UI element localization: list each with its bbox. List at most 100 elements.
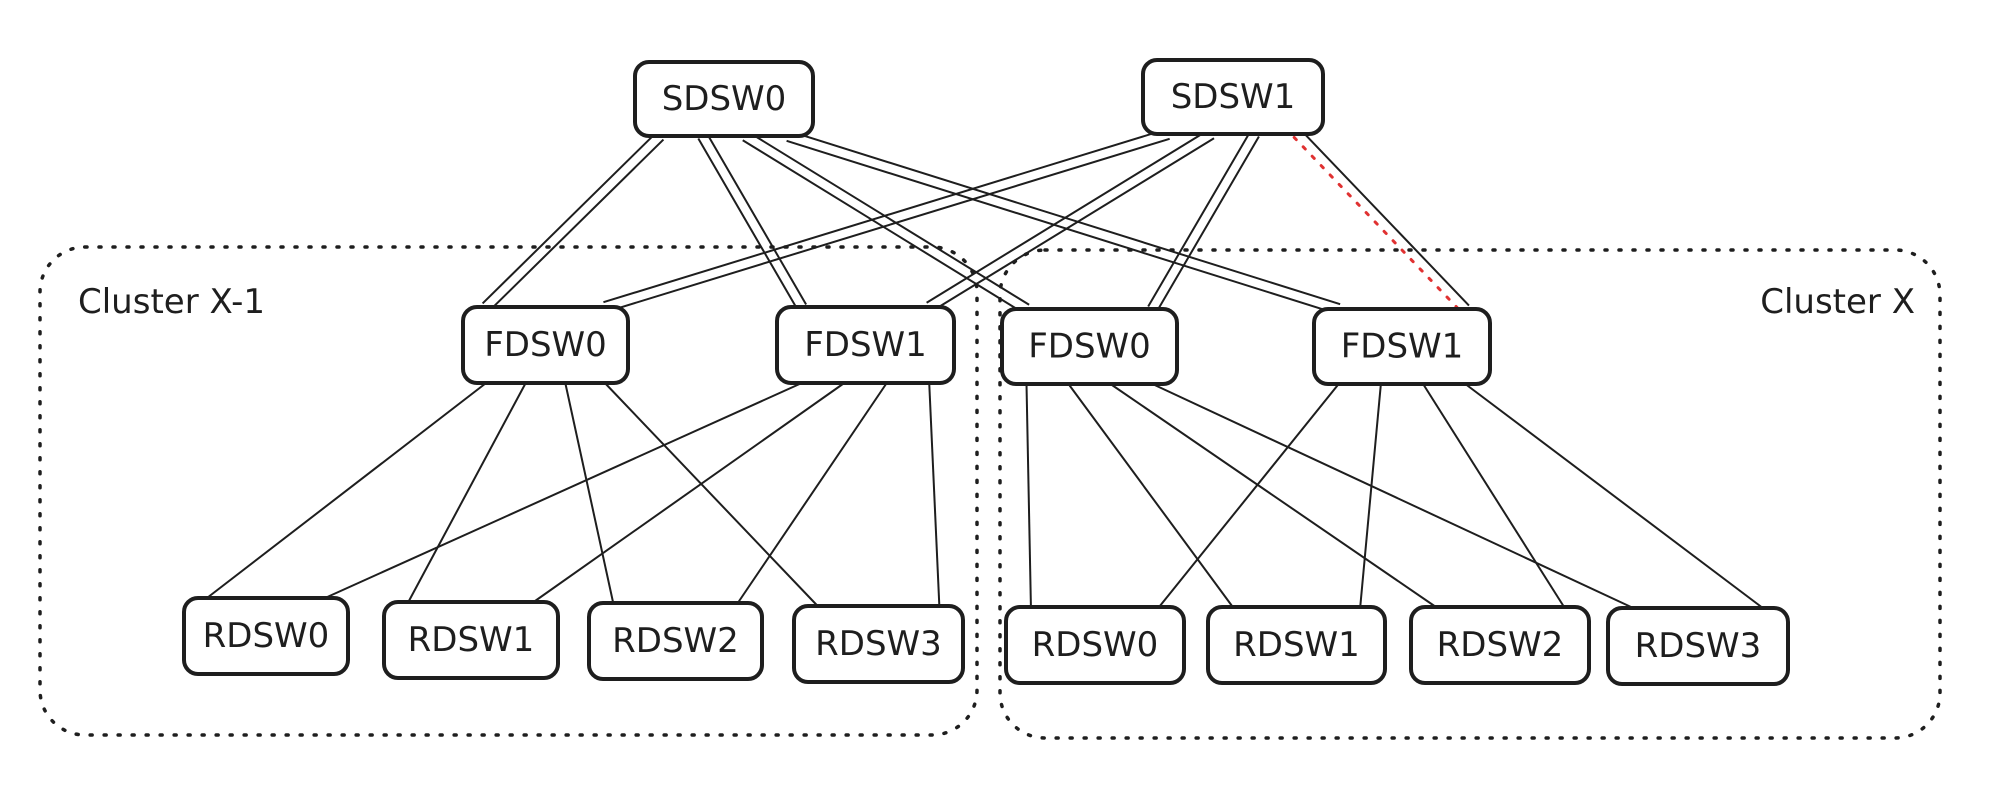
link-line [1158,383,1340,608]
link-line [931,137,1215,313]
link-line [1464,383,1764,609]
switch-label: SDSW1 [1171,77,1296,117]
link-line [1155,136,1260,313]
switch-label: RDSW3 [1635,626,1762,666]
link-cx_fdsw0-to-cx_rdsw1 [1067,383,1234,608]
link-cx1_fdsw0-to-cx1_rdsw2 [564,382,615,604]
link-line [481,131,658,305]
link-sdsw0-to-cx1_fdsw0 [481,131,665,312]
failed-link-line [1292,135,1464,314]
switch-box [1000,307,1179,386]
link-cx1_fdsw0-to-cx1_rdsw3 [604,382,819,607]
link-sdsw0-to-cx_fdsw0 [742,130,1030,315]
switch-box [633,60,815,138]
link-line [736,382,888,604]
switch-node-fdsw1: FDSW1 [775,305,956,385]
switch-node-rdsw3: RDSW3 [792,604,965,684]
cluster-boundary [38,245,979,737]
link-line [564,382,615,604]
link-cx1_fdsw1-to-cx1_rdsw2 [736,382,888,604]
switch-box [382,600,560,680]
switch-label: SDSW0 [662,79,787,119]
clusters-layer: Cluster X-1 Cluster X [38,245,1942,740]
link-line [603,128,1168,304]
switch-node-fdsw1: FDSW1 [1312,307,1492,386]
link-line [533,382,845,603]
link-line [1067,383,1234,608]
link-line [606,137,1170,313]
switch-node-rdsw3: RDSW3 [1606,606,1790,686]
switch-box [1206,605,1387,685]
switch-box [1141,58,1325,136]
switch-label: RDSW0 [203,616,330,656]
link-cx1_fdsw1-to-cx1_rdsw0 [324,382,803,599]
link-sdsw1-to-cx_fdsw1 [1292,129,1470,314]
link-line [706,132,807,305]
link-cx_fdsw1-to-cx_rdsw1 [1359,383,1382,608]
switch-box [461,305,630,385]
switch-box [1004,605,1186,685]
cluster-label: Cluster X-1 [78,282,265,322]
switch-label: RDSW2 [1437,625,1564,665]
cluster-x-minus-1: Cluster X-1 [38,245,979,737]
switch-node-fdsw0: FDSW0 [1000,307,1179,386]
cluster-label: Cluster X [1760,282,1915,322]
cluster-x: Cluster X [998,248,1942,740]
link-cx_fdsw0-to-cx_rdsw3 [1152,383,1634,609]
switch-label: RDSW1 [1233,625,1360,665]
switch-node-rdsw2: RDSW2 [587,601,764,681]
link-cx_fdsw1-to-cx_rdsw0 [1158,383,1340,608]
link-line [926,128,1210,304]
switch-box [1606,606,1790,686]
switch-label: RDSW1 [408,620,535,660]
switch-label: FDSW1 [1341,327,1464,367]
link-cx1_fdsw1-to-cx1_rdsw3 [928,382,941,607]
switch-box [587,601,764,681]
switch-label: FDSW0 [484,325,607,365]
link-sdsw1-to-cx1_fdsw0 [603,128,1170,313]
switch-box [1409,605,1591,685]
link-sdsw1-to-cx1_fdsw1 [926,128,1215,313]
link-line [488,138,665,312]
switch-node-sdsw0: SDSW0 [633,60,815,138]
link-sdsw1-to-cx_fdsw0 [1147,130,1260,313]
switch-node-rdsw1: RDSW1 [1206,605,1387,685]
switch-box [182,596,350,676]
link-line [604,382,819,607]
link-cx1_fdsw1-to-cx1_rdsw1 [533,382,845,603]
link-cx1_fdsw0-to-cx1_rdsw0 [206,382,487,599]
link-line [1152,383,1634,609]
link-line [206,382,487,599]
switch-box [775,305,956,385]
link-line [697,138,799,311]
switch-box [792,604,965,684]
switch-box [1312,307,1492,386]
switch-node-rdsw0: RDSW0 [1004,605,1186,685]
link-line [1109,383,1437,608]
link-line [1422,383,1565,608]
switch-label: RDSW0 [1032,625,1159,665]
switch-label: RDSW2 [612,621,739,661]
link-line [407,382,527,603]
link-line [324,382,803,599]
switch-node-sdsw1: SDSW1 [1141,58,1325,136]
edges-layer [206,128,1764,609]
link-line [928,382,941,607]
link-cx_fdsw1-to-cx_rdsw2 [1422,383,1565,608]
link-cx1_fdsw0-to-cx1_rdsw1 [407,382,527,603]
link-cx_fdsw1-to-cx_rdsw3 [1464,383,1764,609]
link-line [1300,129,1470,307]
link-sdsw0-to-cx_fdsw1 [786,130,1341,315]
link-line [1359,383,1382,608]
link-line [1147,130,1252,307]
switch-node-rdsw0: RDSW0 [182,596,350,676]
link-sdsw0-to-cx1_fdsw1 [697,132,807,311]
switch-node-rdsw2: RDSW2 [1409,605,1591,685]
switch-label: FDSW1 [804,325,927,365]
link-line [747,130,1030,306]
switch-node-rdsw1: RDSW1 [382,600,560,680]
switch-label: FDSW0 [1028,327,1151,367]
cluster-boundary [998,248,1942,740]
link-cx_fdsw0-to-cx_rdsw0 [1025,383,1032,608]
